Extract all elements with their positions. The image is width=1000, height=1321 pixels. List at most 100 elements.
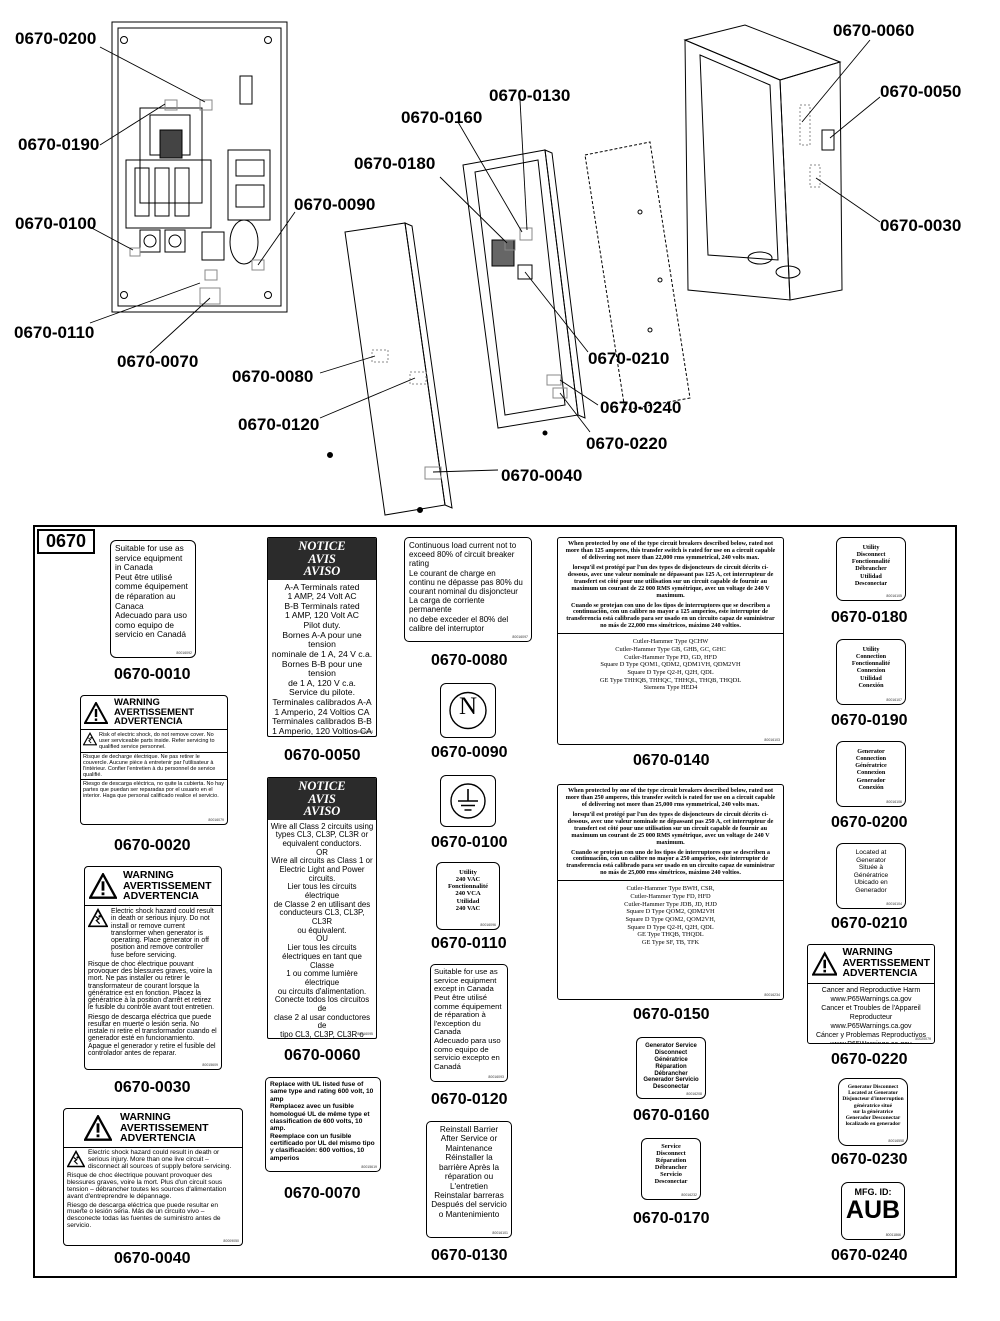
label-0670-0040: WARNING AVERTISSEMENT ADVERTENCIA Electr… [63, 1108, 243, 1246]
label-0670-0170-code: 80016232 [681, 1192, 697, 1197]
decal-panel [33, 525, 957, 1278]
label-0670-0150-en: When protected by one of the type circui… [565, 787, 776, 808]
label-0670-0020: WARNING AVERTISSEMENT ADVERTENCIA Risk o… [80, 695, 228, 825]
shock-hazard-icon [83, 732, 97, 746]
label-0670-0030-header: WARNING AVERTISSEMENT ADVERTENCIA [85, 867, 221, 907]
label-0670-0120-text: Suitable for use as service equipment ex… [434, 967, 502, 1071]
label-0670-0140-fr: lorsqu'il est protégé par l'un des types… [567, 563, 774, 599]
part-number-0670-0090: 0670-0090 [431, 744, 508, 761]
part-number-0670-0120: 0670-0120 [431, 1091, 508, 1108]
part-number-0670-0080: 0670-0080 [431, 652, 508, 669]
shock-hazard-icon [67, 1150, 85, 1168]
label-0670-0100 [440, 775, 496, 827]
label-0670-0030-es: Riesgo de descarga eléctrica que puede r… [88, 1013, 217, 1057]
part-number-0670-0040: 0670-0040 [114, 1250, 191, 1267]
label-0670-0050-text: A-A Terminals rated 1 AMP, 24 Volt AC B-… [271, 581, 373, 736]
label-0670-0190-code: 80016107 [886, 697, 902, 702]
label-0670-0140-code: 80016103 [764, 737, 780, 742]
part-number-0670-0050: 0670-0050 [284, 747, 361, 764]
leader-lines [87, 39, 881, 473]
part-number-0670-0230: 0670-0230 [831, 1151, 908, 1168]
callout-0670-0050: 0670-0050 [880, 82, 962, 101]
label-0670-0030: WARNING AVERTISSEMENT ADVERTENCIA Electr… [84, 866, 222, 1070]
callout-0670-0120: 0670-0120 [238, 415, 320, 434]
callout-0670-0080: 0670-0080 [232, 367, 314, 386]
label-0670-0060-code: 80016095 [357, 1031, 373, 1036]
part-number-0670-0200: 0670-0200 [831, 814, 908, 831]
label-0670-0040-es: Riesgo de descarga eléctrica que puede r… [67, 1201, 221, 1230]
label-0670-0030-en: Electric shock hazard could result in de… [111, 908, 214, 959]
label-0670-0010: Suitable for use as service equipment in… [110, 540, 196, 658]
part-number-0670-0100: 0670-0100 [431, 834, 508, 851]
part-number-0670-0110: 0670-0110 [431, 935, 507, 952]
part-number-0670-0180: 0670-0180 [831, 609, 908, 626]
label-0670-0170-text: Service Disconnect Réparation Débrancher… [654, 1143, 688, 1186]
label-0670-0200: Generator Connection Génératrice Connexi… [836, 741, 906, 807]
label-0670-0060-banner: NOTICE AVIS AVISO [268, 778, 376, 820]
label-0670-0080-text: Continuous load current not to exceed 80… [409, 541, 523, 633]
label-0670-0080: Continuous load current not to exceed 80… [404, 537, 532, 642]
part-number-0670-0150: 0670-0150 [633, 1006, 710, 1023]
label-0670-0160-code: 80016208 [686, 1091, 702, 1096]
label-0670-0240-value: AUB [845, 1196, 901, 1224]
label-0670-0180-code: 80016105 [886, 593, 902, 598]
label-0670-0240: MFG. ID: AUB 80011866 [841, 1182, 905, 1240]
label-0670-0090: N [440, 683, 496, 738]
label-0670-0150-es: Cuando se protejan con uno de los tipos … [566, 848, 775, 877]
label-0670-0060: NOTICE AVIS AVISO Wire all Class 2 circu… [267, 777, 377, 1039]
ground-symbol-icon [450, 783, 486, 819]
label-0670-0200-code: 80016106 [886, 799, 902, 804]
label-0670-0130: Reinstall Barrier After Service or Maint… [426, 1121, 512, 1238]
label-0670-0240-code: 80011866 [885, 1232, 901, 1237]
label-0670-0120: Suitable for use as service equipment ex… [430, 964, 508, 1082]
callout-0670-0130: 0670-0130 [489, 86, 571, 105]
label-0670-0040-header: WARNING AVERTISSEMENT ADVERTENCIA [64, 1109, 242, 1149]
label-0670-0140-es: Cuando se protejan con uno de los tipos … [566, 601, 775, 630]
part-number-0670-0070: 0670-0070 [284, 1185, 361, 1202]
callout-0670-0200: 0670-0200 [15, 29, 97, 48]
label-0670-0230: Generator Disconnect Located at Generato… [838, 1078, 908, 1146]
exploded-view-diagram [87, 21, 881, 516]
dead-front-panel [327, 222, 453, 516]
warning-triangle-icon [812, 952, 838, 976]
callout-0670-0100: 0670-0100 [15, 214, 97, 233]
label-0670-0050: NOTICE AVIS AVISO A-A Terminals rated 1 … [267, 537, 377, 737]
label-0670-0020-heading: WARNING AVERTISSEMENT ADVERTENCIA [114, 697, 195, 728]
warning-triangle-icon [89, 873, 117, 899]
label-0670-0190: Utility Connection Fonctionnalité Connex… [836, 639, 906, 705]
part-number-0670-0190: 0670-0190 [831, 712, 908, 729]
part-number-0670-0130: 0670-0130 [431, 1247, 508, 1264]
neutral-symbol-icon [449, 691, 487, 730]
label-0670-0050-code: 80016094 [357, 729, 373, 734]
label-0670-0040-en: Electric shock hazard could result in de… [88, 1149, 232, 1170]
enclosure [683, 24, 843, 301]
label-0670-0120-code: 80016093 [488, 1074, 504, 1079]
label-0670-0230-code: 80016558 [888, 1138, 904, 1143]
callout-0670-0070: 0670-0070 [117, 352, 199, 371]
label-0670-0110: Utility 240 VAC Fonctionnalité 240 VCA U… [436, 862, 500, 930]
label-0670-0180: Utility Disconnect Fonctionnalité Débran… [836, 537, 906, 601]
label-0670-0060-text: Wire all Class 2 circuits using types CL… [270, 821, 374, 1039]
label-0670-0220: WARNING AVERTISSEMENT ADVERTENCIA Cancer… [807, 944, 935, 1044]
callout-0670-0030: 0670-0030 [880, 216, 962, 235]
label-0670-0110-code: 80016096 [480, 922, 496, 927]
part-number-0670-0010: 0670-0010 [114, 666, 191, 683]
label-0670-0010-text: Suitable for use as service equipment in… [115, 543, 188, 640]
label-0670-0030-code: 80015609 [202, 1062, 218, 1067]
label-0670-0220-header: WARNING AVERTISSEMENT ADVERTENCIA [808, 945, 934, 984]
part-number-0670-0220: 0670-0220 [831, 1051, 908, 1068]
part-number-0670-0210: 0670-0210 [831, 915, 908, 932]
label-0670-0160: Generator Service Disconnect Génératrice… [636, 1037, 706, 1099]
callout-0670-0220: 0670-0220 [586, 434, 668, 453]
callout-0670-0090: 0670-0090 [294, 195, 376, 214]
label-0670-0130-text: Reinstall Barrier After Service or Maint… [431, 1125, 507, 1219]
part-number-0670-0060: 0670-0060 [284, 1047, 361, 1064]
part-number-0670-0140: 0670-0140 [633, 752, 710, 769]
section-label: 0670 [37, 529, 95, 554]
label-0670-0210-code: 80016104 [886, 901, 902, 906]
callout-0670-0210: 0670-0210 [588, 349, 670, 368]
label-0670-0150-code: 80016234 [764, 992, 780, 997]
label-0670-0230-text: Generator Disconnect Located at Generato… [842, 1084, 904, 1128]
label-0670-0070-code: 80015619 [361, 1164, 377, 1169]
part-number-0670-0030: 0670-0030 [114, 1079, 191, 1096]
